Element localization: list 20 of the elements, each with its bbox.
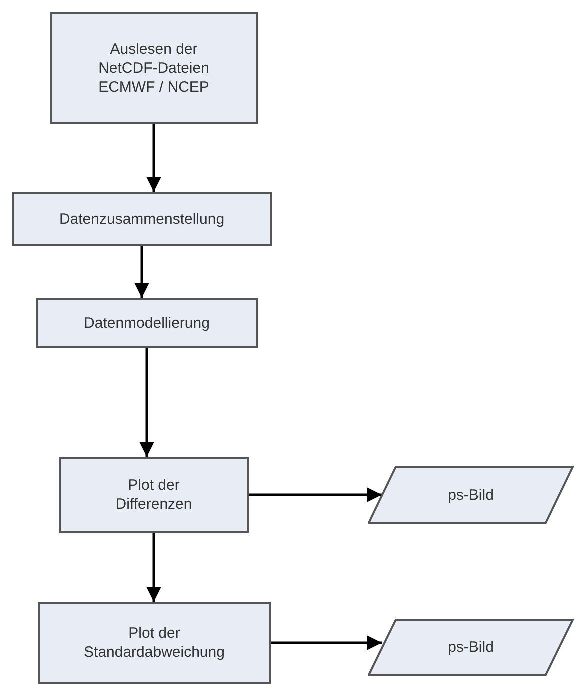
process-box (12, 192, 272, 246)
node-label: Datenmodellierung (84, 314, 210, 332)
node-label: Plot der Differenzen (114, 476, 194, 514)
arrow (146, 124, 162, 192)
node-label: ps-Bild (448, 638, 494, 657)
arrow (249, 488, 382, 502)
arrow (271, 636, 382, 650)
node-label: Auslesen der NetCDF-Dateien ECMWF / NCEP (98, 40, 210, 96)
arrow (140, 348, 154, 457)
node-label: Plot der Standardabweichung (83, 624, 226, 662)
process-box (50, 12, 258, 124)
data-parallelogram (368, 466, 574, 524)
process-box (38, 602, 271, 684)
arrow (134, 246, 150, 298)
process-box (59, 457, 249, 533)
node-label: Datenzusammenstellung (59, 210, 225, 228)
arrow (146, 533, 162, 602)
data-parallelogram (368, 619, 574, 676)
process-box (36, 298, 258, 348)
node-label: ps-Bild (448, 486, 494, 504)
